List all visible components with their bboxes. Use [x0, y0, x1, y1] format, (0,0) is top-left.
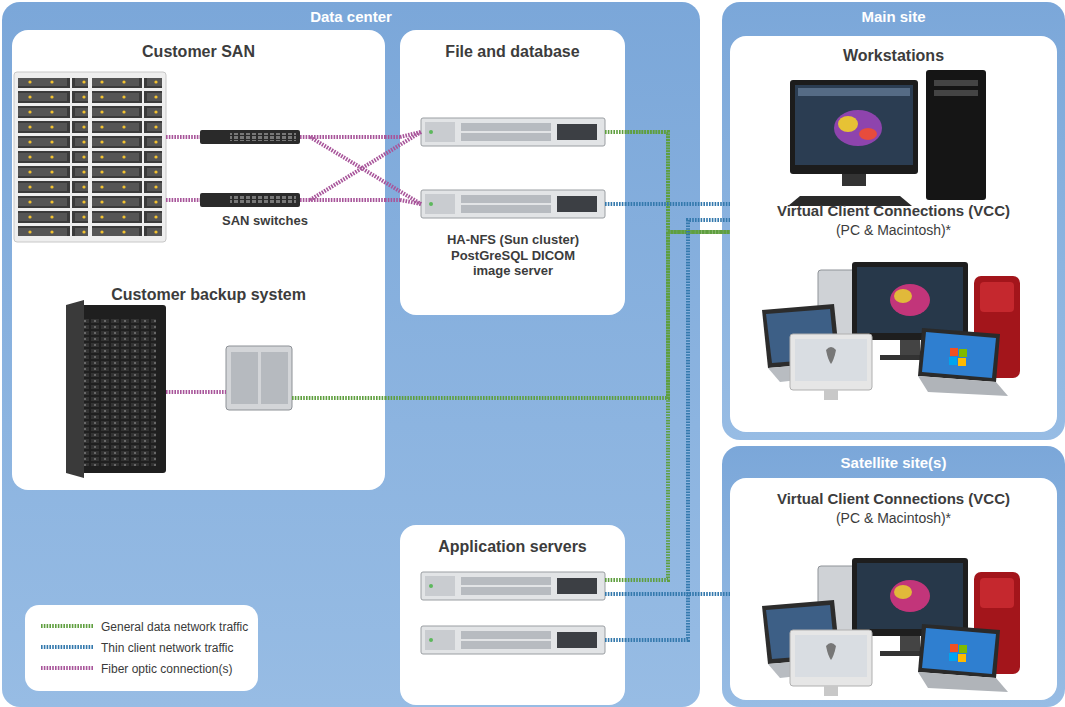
network-connector — [625, 592, 730, 596]
box-heading: Satellite site(s) — [722, 454, 1065, 472]
legend-box: General data network trafficThin client … — [25, 605, 258, 691]
legend-text: General data network traffic — [101, 620, 248, 634]
box-heading: Data center — [2, 8, 700, 26]
group-box: Application servers — [400, 525, 625, 705]
box-text: SAN switches — [200, 213, 330, 229]
legend-sample — [41, 663, 93, 673]
network-connector — [625, 132, 730, 232]
box-heading: File and database — [400, 42, 625, 61]
box-text: Virtual Client Connections (VCC) — [730, 202, 1057, 220]
legend-text: Fiber optic connection(s) — [101, 662, 232, 676]
network-connector — [625, 232, 730, 580]
box-heading: Application servers — [400, 537, 625, 556]
network-connector — [385, 198, 400, 202]
legend-text: Thin client network traffic — [101, 641, 234, 655]
box-heading: Virtual Client Connections (VCC) — [730, 490, 1057, 508]
legend-sample — [41, 621, 93, 631]
legend-sample — [41, 642, 93, 652]
network-connector — [385, 132, 668, 398]
region-panel: Data centerCustomer SANSAN switchesCusto… — [2, 2, 700, 707]
region-panel: Main siteWorkstationsVirtual Client Conn… — [722, 2, 1065, 440]
group-box: File and databaseHA-NFS (Sun cluster) Po… — [400, 30, 625, 315]
region-panel: Satellite site(s) Virtual Client Connecti… — [722, 446, 1065, 707]
group-box: Customer SAN SAN switchesCustomer backup … — [12, 30, 385, 490]
site-box: Virtual Client Connections (VCC) (PC & Ma… — [730, 478, 1057, 700]
network-connector — [625, 220, 730, 640]
box-heading: Customer SAN — [12, 42, 385, 61]
network-connector — [385, 135, 400, 139]
box-text: (PC & Macintosh)* — [730, 222, 1057, 239]
box-heading: Workstations — [730, 46, 1057, 65]
box-text: HA-NFS (Sun cluster) PostGreSQL DICOM im… — [438, 232, 588, 279]
box-text: Customer backup system — [32, 285, 385, 304]
box-text: (PC & Macintosh)* — [730, 510, 1057, 527]
box-heading: Main site — [722, 8, 1065, 26]
site-box: WorkstationsVirtual Client Connections (… — [730, 36, 1057, 432]
network-connector — [625, 202, 730, 206]
